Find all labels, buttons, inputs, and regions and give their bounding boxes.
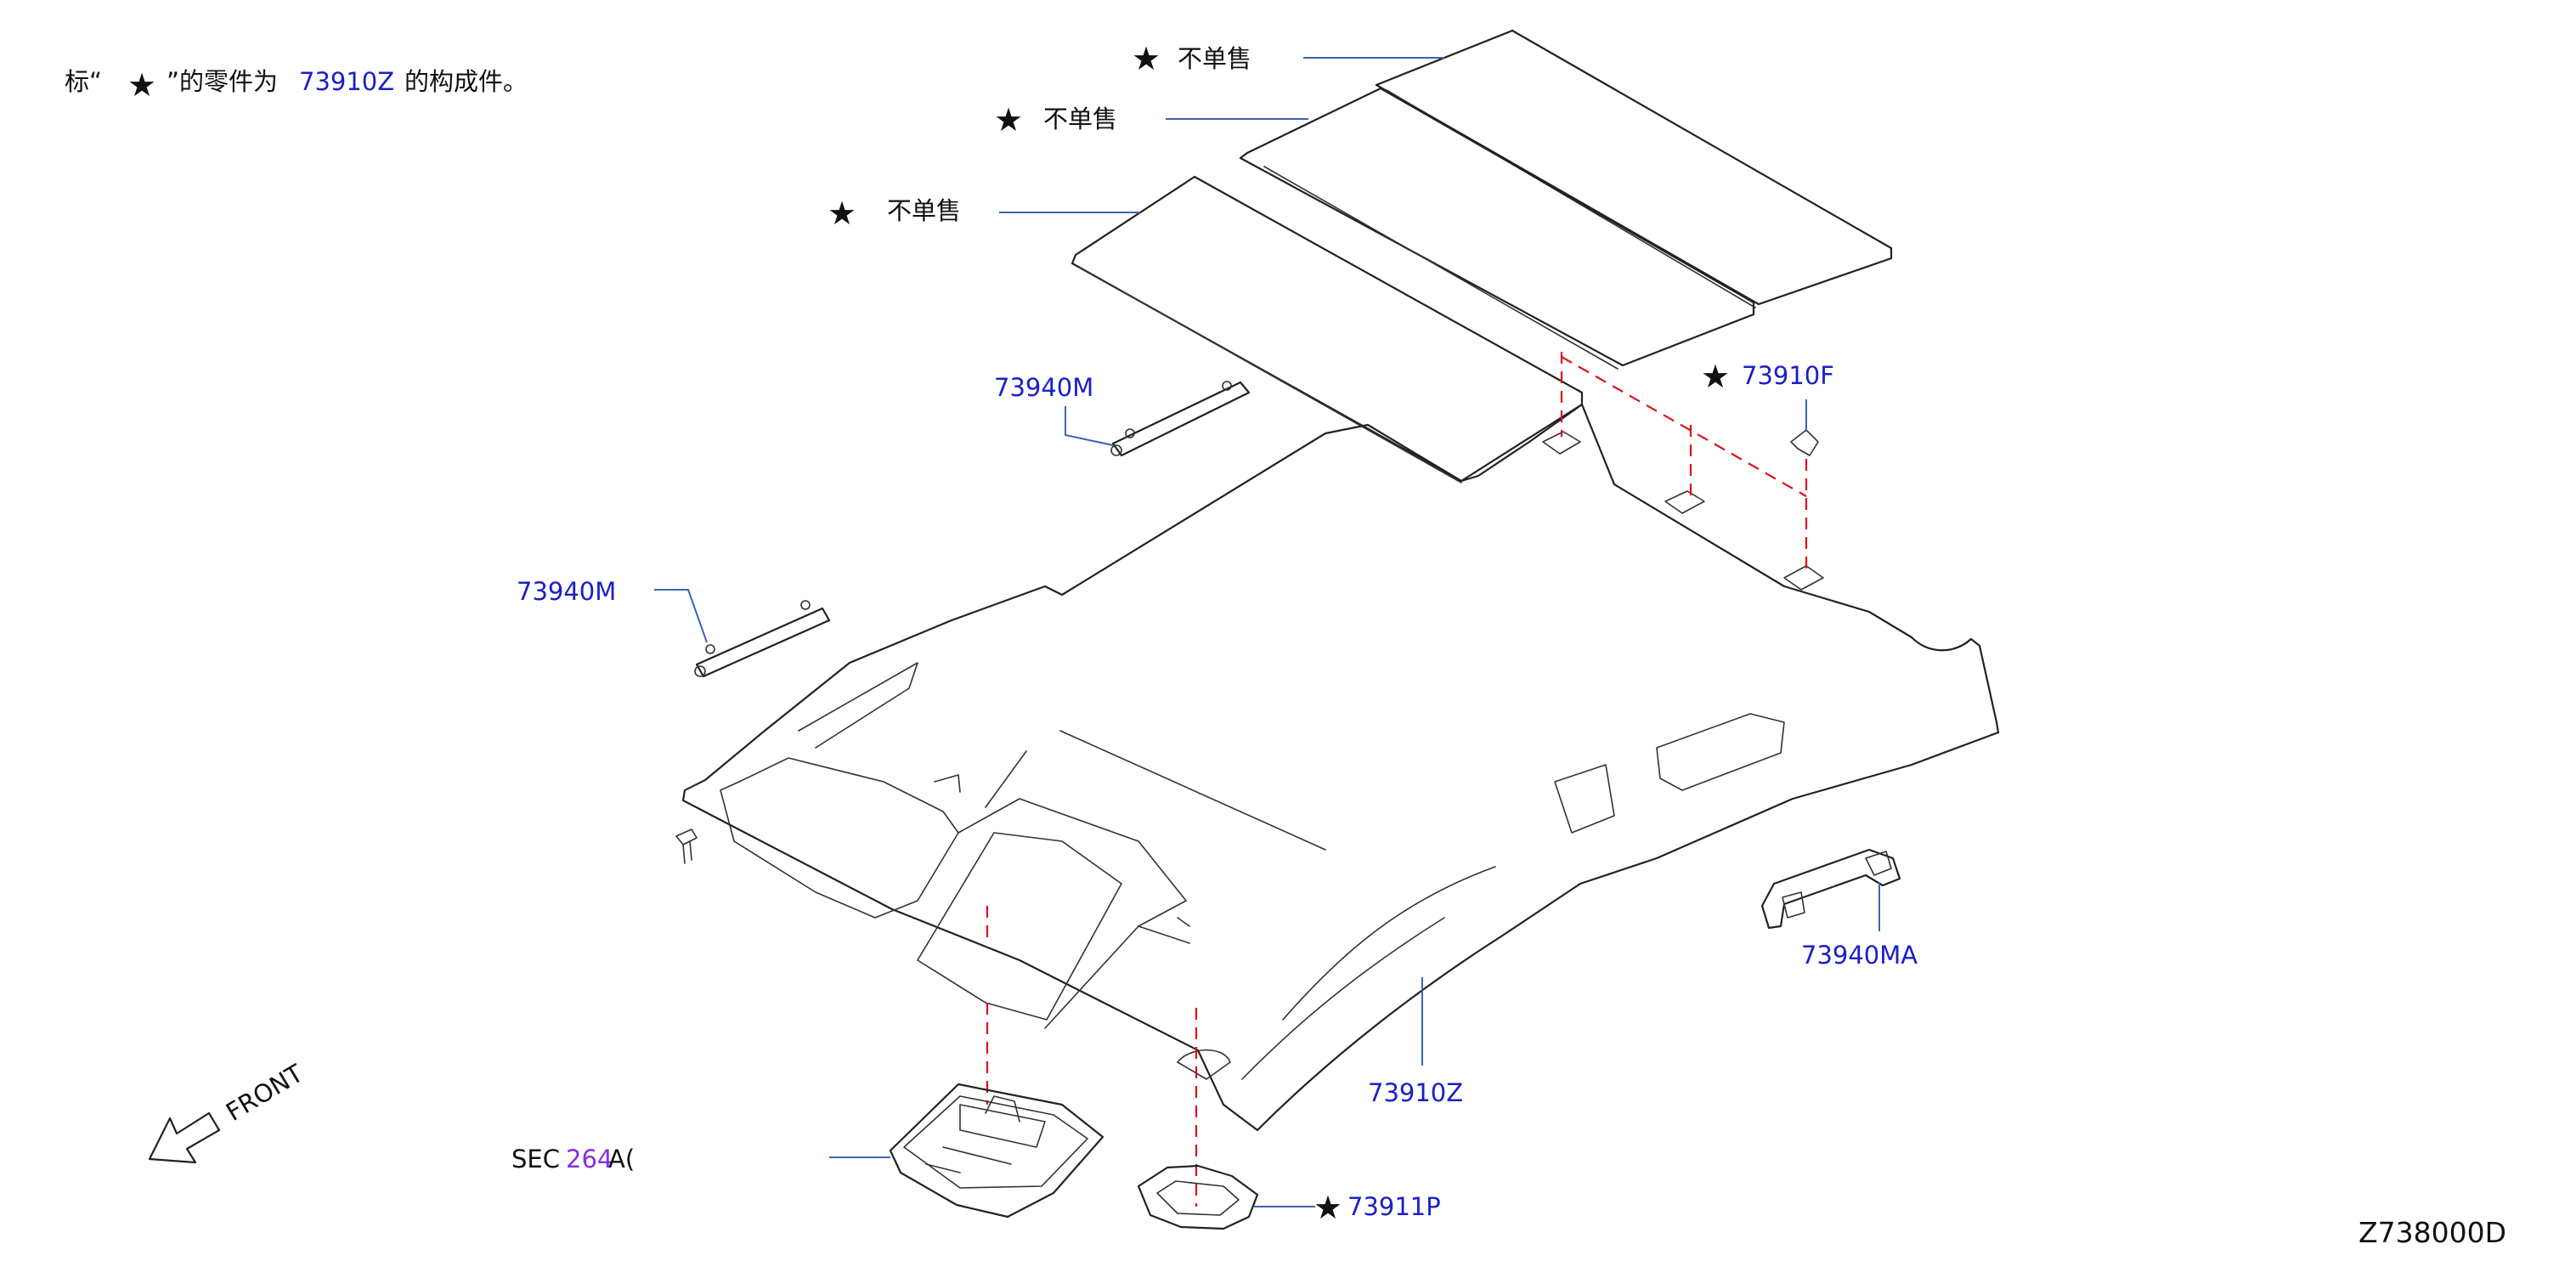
note-middle: ”的零件为 [167,67,278,96]
part-label-73911P[interactable]: 73911P [1347,1192,1441,1221]
star-icon: ★ [127,66,156,104]
panel-label-front: 不单售 [887,196,961,225]
star-icon: ★ [1313,1189,1342,1226]
roof-panel-middle [1239,87,1755,367]
front-arrow-icon [148,1111,221,1164]
sec-prefix: SEC [511,1145,560,1173]
part-label-73940MA[interactable]: 73940MA [1801,941,1918,970]
note-prefix: 标“ [65,67,102,96]
note-part-number[interactable]: 73910Z [299,67,394,96]
sunvisor-pocket [1554,764,1615,834]
star-icon: ★ [828,195,856,232]
star-icon: ★ [1132,40,1161,77]
retainer-clips [1542,429,1824,591]
legend-note: 标“ ★ ”的零件为 73910Z 的构成件。 [65,66,528,104]
roof-panel-front [1071,175,1584,483]
grip-recess [1656,713,1785,791]
sunvisor-lower: 73940M [517,577,831,678]
lamp-cover: ★ 73911P [1137,1164,1441,1230]
assist-grip: 73940MA [1760,848,1918,970]
headlining-label: 73910Z [1368,977,1463,1107]
headlining [681,403,2000,1132]
diagram-code: Z738000D [2359,1216,2506,1249]
clip-label: ★ 73910F [1701,358,1834,432]
headlining-body [681,403,2000,1132]
alignment-lines [986,352,1808,1207]
panel-label-middle: 不单售 [1043,105,1117,133]
clip-73910F [1790,429,1819,456]
part-label-73910Z[interactable]: 73910Z [1368,1078,1463,1107]
roof-panel-rear [1375,29,1893,306]
sunroof-opening [917,832,1122,1021]
lamp-hole [1177,1049,1231,1080]
front-label: FRONT [221,1059,308,1127]
roof-panels [1071,29,1893,483]
sec-suffix: A( [608,1145,635,1173]
part-label-73940M-lower[interactable]: 73940M [517,577,616,606]
note-suffix: 的构成件。 [404,67,528,96]
star-icon: ★ [994,101,1023,139]
section-reference: SEC 264 A( [511,1145,635,1173]
part-label-73910F[interactable]: 73910F [1742,361,1834,390]
map-lamp [829,1083,1104,1219]
part-label-73940M-upper[interactable]: 73940M [994,373,1093,402]
sunvisor-upper: 73940M [994,373,1251,457]
panel-label-rear: 不单售 [1178,44,1251,73]
sec-number[interactable]: 264 [566,1145,613,1173]
screw [675,828,698,864]
front-indicator: FRONT [148,1059,308,1164]
panel-labels: ★ 不单售 ★ 不单售 ★ 不单售 [828,40,1444,232]
star-icon: ★ [1701,358,1730,395]
